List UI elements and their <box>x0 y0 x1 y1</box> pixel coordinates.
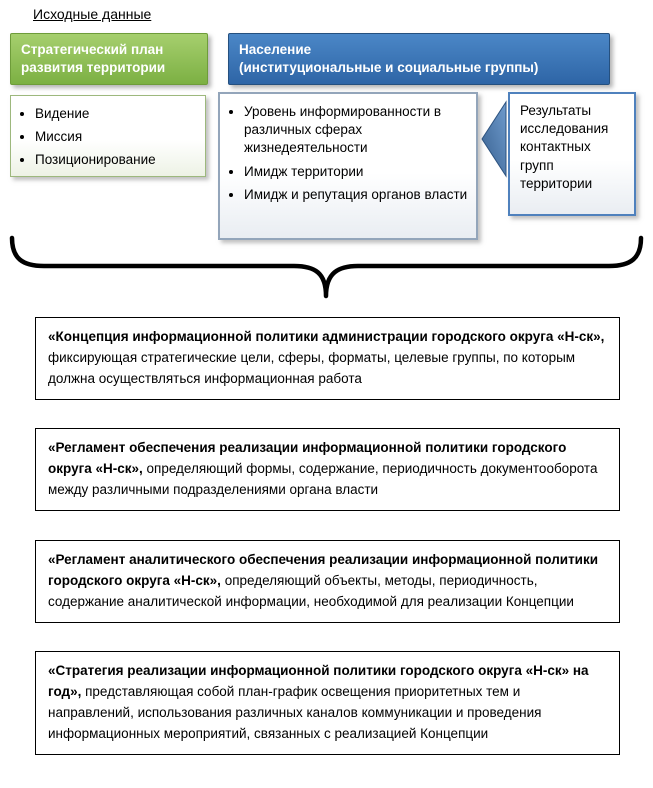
research-results-text: Результаты исследования контактных групп… <box>520 103 609 191</box>
curly-brace-icon <box>0 230 653 312</box>
page-title: Исходные данные <box>33 6 152 22</box>
document-box: «Концепция информационной политики админ… <box>35 317 620 400</box>
research-results-note: Результаты исследования контактных групп… <box>508 92 636 216</box>
list-item: Имидж и репутация органов власти <box>244 186 470 204</box>
document-description: представляющая собой план-график освещен… <box>48 683 542 741</box>
document-title: «Регламент аналитического обеспечения ре… <box>48 552 599 588</box>
strategic-plan-header: Стратегический план развития территории <box>10 33 208 86</box>
document-title: «Стратегия реализации информационной пол… <box>48 663 589 699</box>
document-box: «Стратегия реализации информационной пол… <box>35 651 620 755</box>
document-box: «Регламент аналитического обеспечения ре… <box>35 540 620 623</box>
strategic-plan-panel: Видение Миссия Позиционирование <box>10 95 206 177</box>
document-description: определяющий формы, содержание, периодич… <box>48 460 598 497</box>
document-title: «Концепция информационной политики админ… <box>48 329 605 344</box>
population-header: Население (институциональные и социальны… <box>228 33 610 86</box>
population-factors-list: Уровень информированности в различ­ных с… <box>220 103 476 204</box>
population-factors-panel: Уровень информированности в различ­ных с… <box>218 92 478 240</box>
left-arrow-icon <box>480 100 508 178</box>
list-item: Имидж территории <box>244 163 470 181</box>
document-description: определяющий объекты, методы, периодично… <box>48 572 574 609</box>
document-description: фиксирующая стратегические цели, сферы, … <box>48 349 576 386</box>
list-item: Позиционирование <box>35 151 199 169</box>
document-box: «Регламент обеспечения реализации информ… <box>35 428 620 511</box>
list-item: Уровень информированности в различ­ных с… <box>244 103 470 158</box>
list-item: Видение <box>35 105 199 123</box>
list-item: Миссия <box>35 128 199 146</box>
document-title: «Регламент обеспечения реализации информ… <box>48 440 567 476</box>
strategic-plan-list: Видение Миссия Позиционирование <box>11 105 205 170</box>
